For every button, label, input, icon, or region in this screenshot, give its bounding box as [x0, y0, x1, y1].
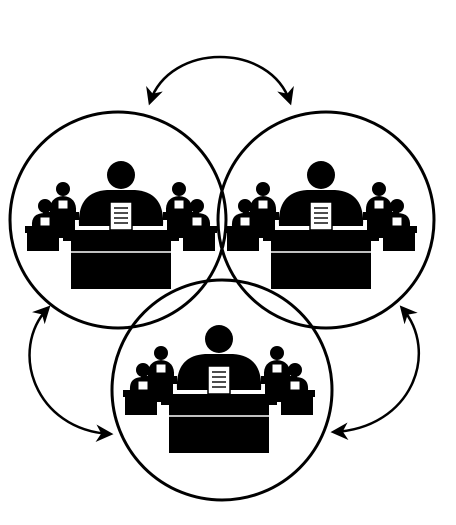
classroom-icon [224, 160, 418, 290]
classroom-icon [122, 324, 316, 454]
group-top-right-circle [216, 110, 436, 330]
group-top-left-circle [8, 110, 228, 330]
double-headed-curved-arrow-icon [330, 305, 420, 441]
classroom-icon [24, 160, 218, 290]
double-headed-curved-arrow-icon [146, 55, 294, 106]
double-headed-curved-arrow-icon [28, 305, 114, 442]
